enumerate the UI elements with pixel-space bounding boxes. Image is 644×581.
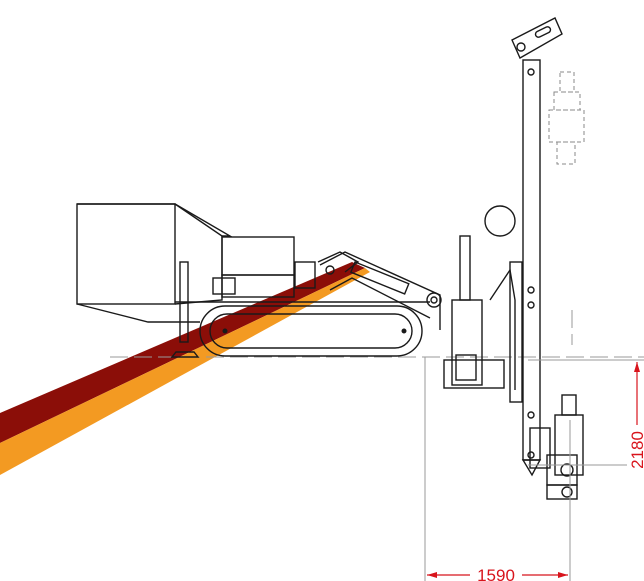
cab-slope — [174, 203, 223, 305]
track-idler-left — [222, 328, 228, 334]
dimension-lines — [424, 310, 644, 581]
cab-box — [76, 203, 176, 305]
boom-lower — [329, 277, 431, 319]
dimension-marks: 1590 2180 — [427, 362, 644, 581]
tilt-arm — [489, 268, 516, 390]
mast-hole-4 — [527, 411, 535, 419]
carriage-inner — [455, 354, 477, 381]
dim-h-arrow-left — [427, 572, 437, 578]
rig-outline — [76, 17, 584, 500]
dimension-height-label: 2180 — [628, 431, 644, 469]
ghost-head — [548, 71, 585, 165]
boom-upper — [319, 251, 441, 330]
dim-v-arrow-top — [634, 362, 640, 372]
mast-top-bracket — [511, 17, 563, 59]
dim-h-arrow-right — [558, 572, 568, 578]
boom-pivot-2 — [426, 292, 442, 308]
stripes — [0, 262, 370, 475]
track-idler-right — [401, 328, 407, 334]
engine-lower — [221, 274, 295, 298]
crawler-track-outer — [199, 305, 423, 357]
mast-hole-5 — [527, 451, 535, 459]
mast-hole-3 — [527, 301, 535, 309]
rotary-head — [554, 414, 584, 476]
gearbox-hub-1 — [560, 463, 574, 477]
mast-hole-2 — [527, 286, 535, 294]
engine-block — [221, 236, 295, 276]
dimension-width-label: 1590 — [477, 566, 515, 581]
cab-underside — [76, 303, 200, 323]
boom-link — [317, 251, 360, 273]
support-foot — [170, 351, 200, 358]
mast — [522, 59, 541, 461]
radiator — [294, 261, 316, 289]
boom-pivot-3 — [430, 296, 438, 304]
mast-hole-1 — [527, 68, 535, 76]
head-top — [561, 394, 577, 416]
vertical-cylinder — [459, 235, 471, 301]
clamp — [443, 359, 505, 389]
carriage — [451, 299, 483, 386]
bracket-slot — [534, 26, 552, 38]
hydraulic-cylinder — [349, 261, 410, 295]
engine-small-box — [212, 277, 236, 295]
tilt-cylinder — [509, 261, 523, 403]
head-side — [529, 427, 551, 469]
stripe-light — [0, 268, 370, 475]
bracket-hole-1 — [516, 42, 526, 52]
bumper-disc — [484, 205, 516, 237]
boom-pivot-1 — [325, 265, 335, 275]
lower-clamp-hub — [561, 486, 573, 498]
cab-body — [77, 203, 233, 237]
support-leg — [179, 261, 189, 343]
crawler-track-inner — [209, 313, 413, 349]
lower-clamp — [546, 484, 578, 500]
